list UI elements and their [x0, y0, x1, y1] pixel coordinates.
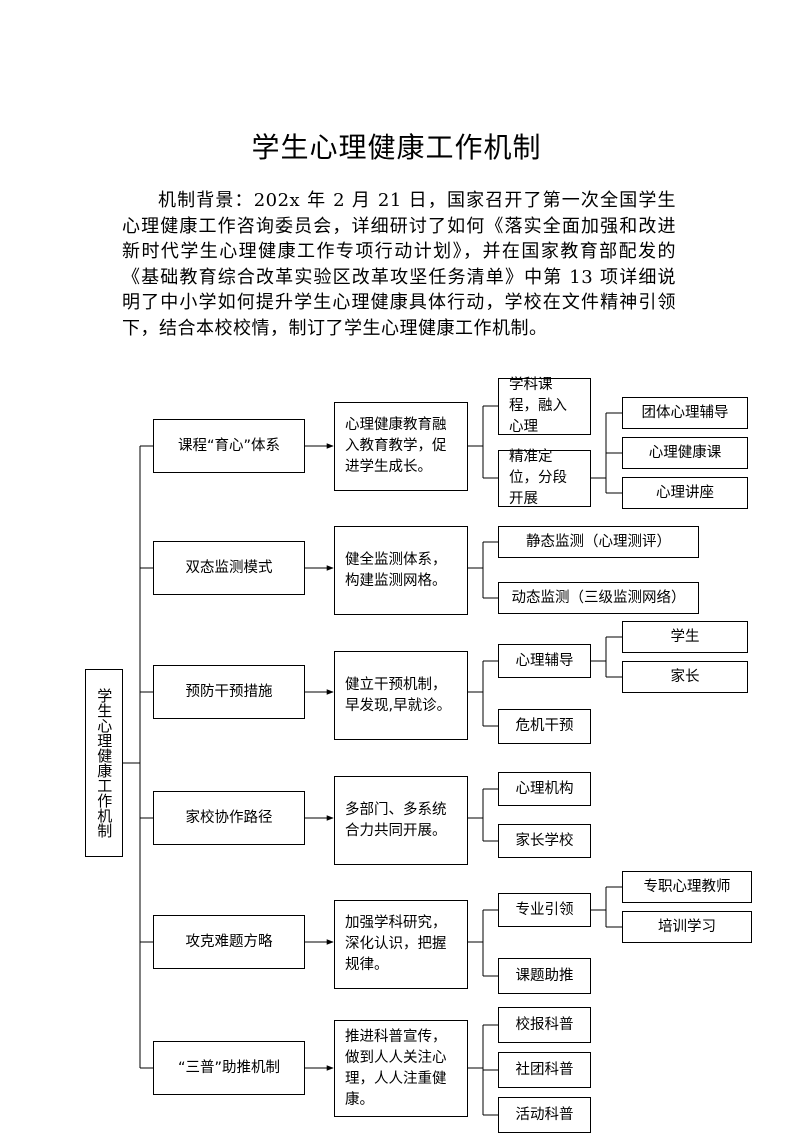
branch-box: 双态监测模式 [153, 541, 305, 595]
branch-box: 家校协作路径 [153, 791, 305, 845]
item-box: 静态监测（心理测评） [498, 526, 699, 558]
sub-item-box: 心理健康课 [622, 437, 748, 469]
sub-item-box: 家长 [622, 661, 748, 693]
background-paragraph: 机制背景：202x 年 2 月 21 日，国家召开了第一次全国学生心理健康工作咨… [122, 190, 676, 339]
sub-item-box: 心理讲座 [622, 477, 748, 509]
page-title: 学生心理健康工作机制 [251, 131, 542, 164]
item-box: 家长学校 [498, 824, 591, 858]
root-label: 学生心理健康工作机制 [95, 688, 114, 838]
item-box: 精准定位，分段开展 [498, 449, 591, 507]
branch-box: “三普”助推机制 [153, 1041, 305, 1095]
item-box: 心理辅导 [498, 644, 591, 678]
sub-item-box: 学生 [622, 621, 748, 653]
branch-box: 预防干预措施 [153, 665, 305, 719]
item-box: 社团科普 [498, 1052, 591, 1088]
item-box: 活动科普 [498, 1097, 591, 1133]
goal-box: 加强学科研究，深化认识，把握规律。 [334, 900, 468, 989]
sub-item-box: 专职心理教师 [622, 871, 752, 903]
branch-box: 攻克难题方略 [153, 915, 305, 969]
item-box: 校报科普 [498, 1007, 591, 1043]
sub-item-box: 培训学习 [622, 911, 752, 943]
branch-box: 课程“育心”体系 [153, 419, 305, 473]
goal-box: 健全监测体系，构建监测网格。 [334, 526, 468, 615]
item-box: 动态监测（三级监测网络） [498, 582, 699, 614]
item-box: 学科课程，融入心理 [498, 377, 591, 435]
item-box: 心理机构 [498, 772, 591, 806]
goal-box: 健立干预机制，早发现,早就诊。 [334, 651, 468, 740]
item-box: 专业引领 [498, 893, 591, 927]
root-box: 学生心理健康工作机制 [85, 669, 123, 857]
goal-box: 心理健康教育融入教育教学，促进学生成长。 [334, 402, 468, 491]
item-box: 危机干预 [498, 709, 591, 744]
sub-item-box: 团体心理辅导 [622, 397, 748, 429]
item-box: 课题助推 [498, 958, 591, 994]
goal-box: 推进科普宣传，做到人人关注心理，人人注重健康。 [334, 1020, 468, 1117]
goal-box: 多部门、多系统合力共同开展。 [334, 776, 468, 865]
